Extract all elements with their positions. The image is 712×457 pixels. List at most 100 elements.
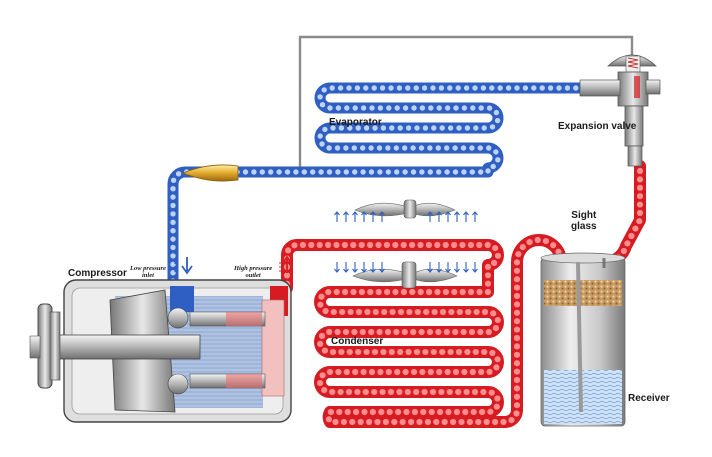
refrigerant-bubble xyxy=(413,388,420,396)
refrigerant-bubble xyxy=(380,348,387,356)
airflow-arrow-icon xyxy=(454,211,460,222)
refrigerant-bubble xyxy=(360,368,367,376)
refrigerant-bubble xyxy=(463,388,470,396)
refrigerant-bubble xyxy=(374,418,381,426)
airflow-arrows xyxy=(334,211,478,273)
refrigerant-bubble xyxy=(418,328,425,336)
refrigerant-bubble xyxy=(480,388,487,396)
refrigerant-bubble xyxy=(556,85,562,91)
refrigerant-bubble xyxy=(170,270,176,276)
high-pressure-outlet-line1: High pressure xyxy=(234,265,273,272)
refrigerant-bubble xyxy=(330,125,336,131)
refrigerant-bubble xyxy=(322,126,328,133)
refrigerant-bubble xyxy=(425,241,432,249)
refrigerant-bubble xyxy=(492,325,499,332)
refrigerant-bubble xyxy=(404,388,411,396)
airflow-arrow-icon xyxy=(343,262,349,273)
refrigerant-bubble xyxy=(392,241,399,249)
refrigerant-bubble xyxy=(450,418,457,426)
refrigerant-bubble xyxy=(487,408,494,415)
refrigerant-bubble xyxy=(325,416,332,423)
refrigerant-bubble xyxy=(368,328,375,336)
refrigerant-bubble xyxy=(486,145,492,151)
airflow-arrow-icon xyxy=(445,211,451,222)
refrigerant-bubble xyxy=(170,211,176,217)
refrigerant-bubble xyxy=(377,368,384,376)
refrigerant-bubble xyxy=(343,169,349,175)
refrigerant-bubble xyxy=(346,85,352,91)
refrigerant-bubble xyxy=(362,388,369,396)
refrigerant-bubble xyxy=(469,145,475,151)
expansion-valve xyxy=(579,54,661,167)
refrigerant-bubble xyxy=(427,169,433,175)
refrigerant-bubble xyxy=(424,418,431,426)
refrigerant-bubble xyxy=(397,308,405,316)
refrigerant-bubble xyxy=(460,328,467,336)
refrigerant-bubble xyxy=(251,169,257,175)
refrigerant-bubble xyxy=(484,272,492,279)
refrigerant-bubble xyxy=(349,418,356,426)
refrigerant-bubble xyxy=(319,141,325,147)
refrigerant-bubble xyxy=(325,289,332,296)
refrigerant-bubble xyxy=(494,252,502,259)
refrigerant-bubble xyxy=(636,167,644,175)
refrigerant-bubble xyxy=(242,169,249,175)
refrigerant-bubble xyxy=(435,328,442,336)
refrigerant-bubble xyxy=(385,145,391,151)
refrigerant-bubble xyxy=(428,105,434,111)
refrigerant-bubble xyxy=(329,85,335,91)
compressor-pulley-icon xyxy=(29,303,61,389)
refrigerant-bubble xyxy=(326,145,332,151)
refrigerant-bubble xyxy=(400,288,407,296)
valve-spring-icon xyxy=(627,57,639,69)
refrigerant-bubble xyxy=(175,171,182,177)
refrigerant-bubble xyxy=(430,348,437,356)
refrigerant-bubble xyxy=(170,194,176,200)
refrigerant-bubble xyxy=(513,284,521,291)
refrigerant-bubble xyxy=(379,388,386,396)
refrigerant-bubble xyxy=(490,163,496,170)
refrigerant-bubble xyxy=(624,240,631,247)
refrigerant-bubble xyxy=(316,241,323,249)
refrigerant-bubble xyxy=(513,267,521,274)
pickup-tube xyxy=(576,261,583,413)
refrigerant-bubble xyxy=(380,125,387,131)
refrigerant-bubble xyxy=(508,417,515,424)
refrigerant-bubble xyxy=(476,288,483,296)
refrigerant-bubble xyxy=(494,317,501,324)
refrigerant-bubble xyxy=(354,388,361,396)
airflow-arrow-icon xyxy=(352,211,358,222)
refrigerant-bubble xyxy=(414,308,421,316)
high-pressure-outlet-line2: outlet xyxy=(245,272,261,279)
refrigerant-bubble xyxy=(170,186,176,192)
refrigerant-bubble xyxy=(361,408,368,416)
airflow-arrow-icon xyxy=(463,262,469,273)
airflow-arrow-icon xyxy=(370,211,376,222)
airflow-arrow-icon xyxy=(334,211,340,222)
refrigerant-bubble xyxy=(573,85,579,91)
refrigerant-bubble xyxy=(459,288,466,296)
refrigerant-bubble xyxy=(515,251,522,258)
refrigerant-bubble xyxy=(395,408,402,416)
refrigerant-bubble xyxy=(285,247,292,254)
refrigerant-bubble xyxy=(402,145,408,151)
refrigerant-bubble xyxy=(434,241,441,249)
refrigerant-bubble xyxy=(325,241,332,249)
refrigerant-bubble xyxy=(310,169,316,175)
refrigerant-bubble xyxy=(417,241,424,249)
sight-glass-label-line1: Sight xyxy=(571,210,597,221)
refrigerant-bubble xyxy=(347,125,353,131)
refrigerant-bubble xyxy=(430,85,436,91)
refrigerant-bubble xyxy=(636,184,644,191)
refrigerant-bubble xyxy=(493,364,500,371)
refrigerant-bubble xyxy=(420,408,427,416)
refrigerant-bubble xyxy=(170,253,176,259)
refrigerant-bubble xyxy=(480,85,487,91)
refrigerant-bubble xyxy=(455,388,462,396)
refrigerant-bubble xyxy=(358,288,365,296)
refrigerant-bubble xyxy=(339,308,346,316)
refrigerant-bubble xyxy=(431,125,437,131)
refrigerant-bubble xyxy=(453,408,460,416)
refrigerant-bubble xyxy=(383,241,390,249)
